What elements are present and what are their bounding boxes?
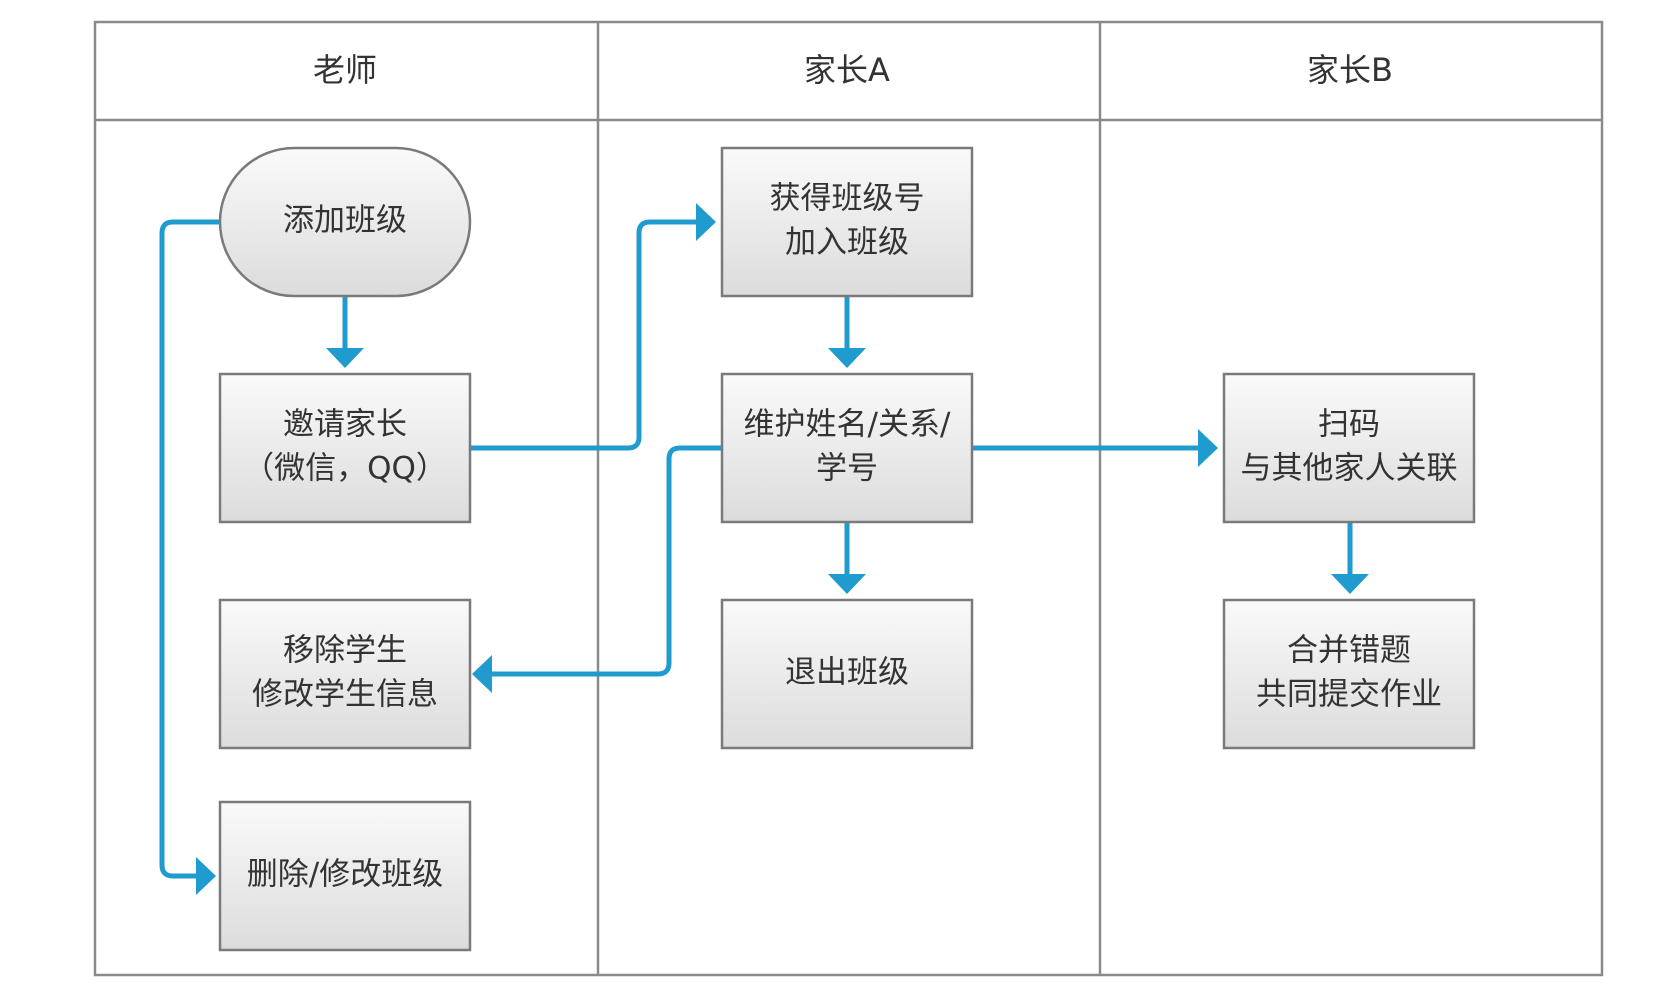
arrowhead-merge bbox=[1331, 574, 1369, 594]
node-merge-errors[interactable]: 合并错题 共同提交作业 bbox=[1222, 598, 1476, 750]
arrowhead-join bbox=[696, 203, 716, 241]
node-maintain-info[interactable]: 维护姓名/关系/ 学号 bbox=[720, 372, 974, 524]
node-add-class-text: 添加班级 bbox=[283, 203, 407, 239]
node-maintain-info-line-1: 维护姓名/关系/ bbox=[744, 407, 951, 443]
arrowhead-leave bbox=[828, 574, 866, 594]
node-remove-student-line-1: 移除学生 bbox=[283, 633, 407, 669]
node-merge-errors-shape bbox=[1222, 598, 1476, 750]
arrowhead-invite bbox=[326, 348, 364, 368]
node-join-class-line-2: 加入班级 bbox=[785, 225, 909, 261]
edge-maintain-to-remove bbox=[490, 445, 721, 677]
edge-invite-to-join bbox=[470, 219, 698, 451]
node-join-class-shape bbox=[720, 146, 974, 298]
node-delete-class-text: 删除/修改班级 bbox=[247, 857, 443, 893]
arrowhead-scan bbox=[1198, 429, 1218, 467]
node-leave-class[interactable]: 退出班级 bbox=[720, 598, 974, 750]
swimlane-frame bbox=[93, 20, 1604, 977]
lane-header-parent-b: 家长B bbox=[1307, 51, 1393, 89]
node-add-class[interactable]: 添加班级 bbox=[218, 146, 472, 298]
edge-add-class-to-delete bbox=[159, 219, 220, 879]
node-scan-code-shape bbox=[1222, 372, 1476, 524]
arrowhead-maintain bbox=[828, 348, 866, 368]
node-remove-student-line-2: 修改学生信息 bbox=[252, 677, 438, 713]
node-remove-student-shape bbox=[218, 598, 472, 750]
node-merge-errors-line-1: 合并错题 bbox=[1287, 633, 1411, 669]
node-add-class-shape bbox=[218, 146, 472, 298]
node-join-class-line-1: 获得班级号 bbox=[770, 181, 925, 217]
node-leave-class-shape bbox=[720, 598, 974, 750]
frame-border bbox=[93, 20, 1604, 977]
node-delete-class[interactable]: 删除/修改班级 bbox=[218, 800, 472, 952]
node-leave-class-text: 退出班级 bbox=[785, 655, 909, 691]
arrowhead-delete bbox=[196, 857, 216, 895]
node-maintain-info-line-2: 学号 bbox=[816, 451, 878, 487]
node-remove-student[interactable]: 移除学生 修改学生信息 bbox=[218, 598, 472, 750]
node-invite-parents-line-2: （微信，QQ） bbox=[243, 451, 447, 487]
node-invite-parents-shape bbox=[218, 372, 472, 524]
lane-header-teacher: 老师 bbox=[313, 51, 377, 89]
node-invite-parents[interactable]: 邀请家长 （微信，QQ） bbox=[218, 372, 472, 524]
lane-header-parent-a: 家长A bbox=[804, 51, 890, 89]
node-merge-errors-line-2: 共同提交作业 bbox=[1256, 677, 1442, 713]
lane-headers: 老师 家长A 家长B bbox=[313, 51, 1393, 89]
node-invite-parents-line-1: 邀请家长 bbox=[283, 407, 407, 443]
node-delete-class-shape bbox=[218, 800, 472, 952]
node-scan-code-line-2: 与其他家人关联 bbox=[1241, 451, 1458, 487]
node-join-class[interactable]: 获得班级号 加入班级 bbox=[720, 146, 974, 298]
arrowhead-remove bbox=[472, 655, 492, 693]
node-scan-code[interactable]: 扫码 与其他家人关联 bbox=[1222, 372, 1476, 524]
node-maintain-info-shape bbox=[720, 372, 974, 524]
node-scan-code-line-1: 扫码 bbox=[1318, 407, 1380, 443]
connectors bbox=[159, 203, 1369, 895]
